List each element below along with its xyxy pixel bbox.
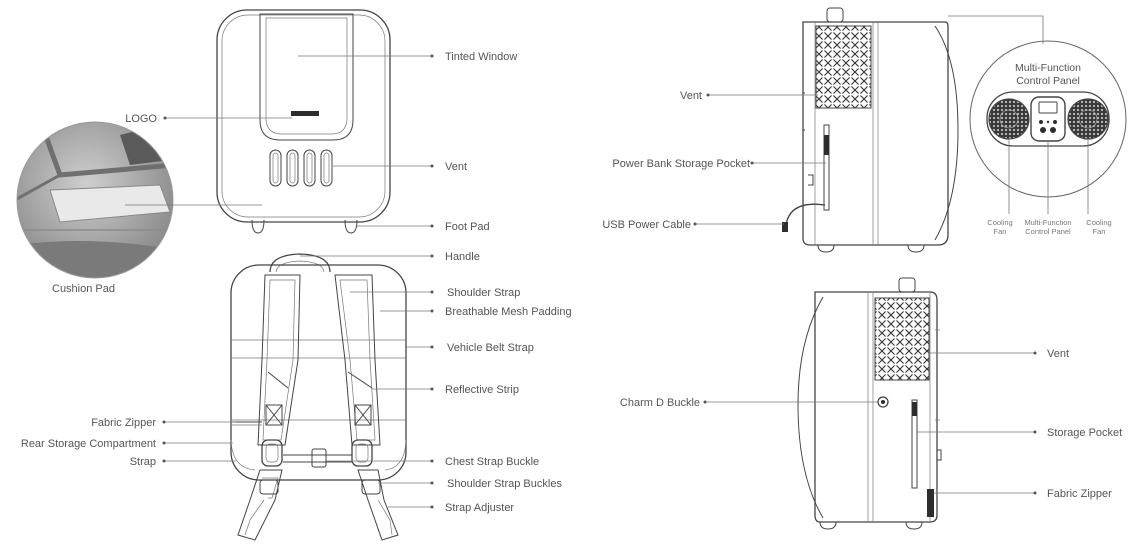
back-shell [230, 264, 407, 481]
label-cooling-fan-left-1: Cooling [987, 218, 1012, 227]
label-fabric-zipper-side: Fabric Zipper [1047, 488, 1112, 500]
label-fabric-zipper-back: Fabric Zipper [91, 417, 156, 429]
label-cooling-fan-right-2: Fan [1093, 227, 1106, 236]
side-body-top [802, 21, 949, 246]
usb-cable [785, 203, 826, 226]
top-handle-stub [826, 7, 844, 23]
label-strap-adjuster: Strap Adjuster [445, 502, 514, 514]
side-view-bottom [797, 277, 942, 530]
cushion-pad [49, 184, 171, 223]
tinted-window [259, 13, 354, 141]
label-power-bank-storage-pocket: Power Bank Storage Pocket [612, 158, 750, 170]
label-breathable-mesh-padding: Breathable Mesh Padding [445, 306, 572, 318]
storage-pocket-zip [911, 399, 918, 489]
label-reflective-strip: Reflective Strip [445, 384, 519, 396]
label-storage-pocket: Storage Pocket [1047, 427, 1122, 439]
label-shoulder-strap-buckles: Shoulder Strap Buckles [447, 478, 562, 490]
label-mfcp-small-2: Control Panel [1025, 227, 1071, 236]
cushion-pad-detail [16, 121, 174, 279]
front-view [216, 9, 391, 234]
label-shoulder-strap: Shoulder Strap [447, 287, 520, 299]
label-logo: LOGO [125, 113, 157, 125]
foot-pad-right [344, 219, 358, 234]
label-rear-storage-compartment: Rear Storage Compartment [21, 438, 156, 450]
label-cooling-fan-right-1: Cooling [1086, 218, 1111, 227]
front-vent-slots [269, 149, 333, 187]
label-charm-d-buckle: Charm D Buckle [620, 397, 700, 409]
foot-pad-left [251, 219, 265, 234]
power-bank-pocket-zip [823, 124, 830, 211]
label-mfcp-line2: Control Panel [1016, 75, 1080, 87]
side-bulge-bottom [797, 296, 824, 519]
shoulder-strap-right [334, 274, 381, 446]
shoulder-strap-left [257, 274, 301, 446]
lower-strap-left [237, 469, 283, 541]
cooling-fan-right [1067, 98, 1109, 140]
label-vent-front: Vent [445, 161, 467, 173]
logo-mark [291, 111, 319, 116]
front-shell [216, 9, 391, 223]
side-view-top [782, 7, 959, 253]
chest-strap-buckle [311, 448, 327, 468]
side-bulge-top [934, 25, 959, 241]
label-foot-pad: Foot Pad [445, 221, 490, 233]
labels: Tinted Window LOGO Vent Foot Pad Cushion… [21, 51, 1122, 514]
label-mfcp-small-1: Multi-Function [1024, 218, 1071, 227]
top-handle-stub-bottom [898, 277, 916, 293]
label-cushion-pad: Cushion Pad [52, 283, 115, 295]
handle [269, 253, 331, 273]
back-view [230, 253, 407, 541]
label-tinted-window: Tinted Window [445, 51, 517, 63]
label-vent-side-bottom: Vent [1047, 348, 1069, 360]
label-vehicle-belt-strap: Vehicle Belt Strap [447, 342, 534, 354]
lower-strap-right [357, 469, 399, 541]
label-chest-strap-buckle: Chest Strap Buckle [445, 456, 539, 468]
label-usb-power-cable: USB Power Cable [602, 219, 691, 231]
side-vent-mesh-top [815, 25, 872, 109]
side-vent-mesh-bottom [874, 297, 930, 381]
label-handle: Handle [445, 251, 480, 263]
side-body-bottom [814, 291, 938, 523]
cooling-fan-left [988, 98, 1030, 140]
label-mfcp-line1: Multi-Function [1015, 62, 1081, 74]
label-vent-side-top: Vent [680, 90, 702, 102]
fabric-zipper-side [927, 489, 934, 517]
leader-lines [125, 15, 1089, 509]
label-cooling-fan-left-2: Fan [994, 227, 1007, 236]
label-strap: Strap [130, 456, 156, 468]
